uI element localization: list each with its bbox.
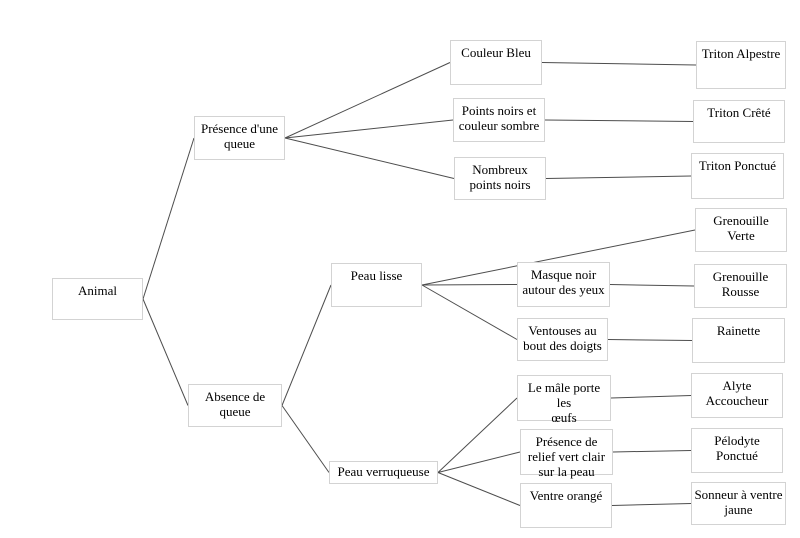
edge-absence-queue-peau-lisse: [281, 284, 332, 406]
edge-peau-verruqueuse-male-porte-oeufs: [437, 397, 518, 473]
node-animal: Animal: [52, 278, 143, 320]
node-masque-noir: Masque noir autour des yeux: [517, 262, 610, 307]
node-triton-crete: Triton Crêté: [693, 100, 785, 143]
node-absence-queue: Absence de queue: [188, 384, 282, 427]
node-grenouille-verte: Grenouille Verte: [695, 208, 787, 252]
node-alyte-accoucheur: Alyte Accoucheur: [691, 373, 783, 418]
node-nombreux-points-noirs: Nombreux points noirs: [454, 157, 546, 200]
edge-ventre-orange-sonneur-ventre-jaune: [611, 503, 692, 506]
node-points-noirs-sombre: Points noirs et couleur sombre: [453, 98, 545, 142]
node-grenouille-rousse: Grenouille Rousse: [694, 264, 787, 308]
node-rainette: Rainette: [692, 318, 785, 363]
node-ventouses: Ventouses au bout des doigts: [517, 318, 608, 361]
node-peau-verruqueuse: Peau verruqueuse: [329, 461, 438, 484]
edge-masque-noir-grenouille-rousse: [609, 284, 695, 287]
edge-peau-verruqueuse-relief-vert-clair: [437, 451, 521, 473]
edge-peau-verruqueuse-ventre-orange: [437, 472, 521, 506]
node-relief-vert-clair: Présence de relief vert clair sur la pea…: [520, 429, 613, 479]
node-peau-lisse: Peau lisse: [331, 263, 422, 307]
edge-ventouses-rainette: [607, 339, 693, 341]
edge-relief-vert-clair-pelodyte-ponctue: [612, 450, 692, 453]
node-male-porte-oeufs: Le mâle porte les œufs: [517, 375, 611, 425]
edge-presence-queue-nombreux-points-noirs: [284, 137, 455, 179]
node-couleur-bleu: Couleur Bleu: [450, 40, 542, 85]
edge-male-porte-oeufs-alyte-accoucheur: [610, 395, 692, 399]
edge-animal-absence-queue: [142, 298, 189, 406]
node-triton-alpestre: Triton Alpestre: [696, 41, 786, 89]
edge-presence-queue-couleur-bleu: [284, 62, 451, 139]
edge-animal-presence-queue: [142, 137, 195, 300]
edge-peau-lisse-masque-noir: [421, 284, 518, 286]
edge-points-noirs-sombre-triton-crete: [544, 119, 694, 122]
node-ventre-orange: Ventre orangé: [520, 483, 612, 528]
edge-peau-lisse-ventouses: [421, 284, 518, 340]
edge-nombreux-points-noirs-triton-ponctue: [545, 175, 692, 179]
node-pelodyte-ponctue: Pélodyte Ponctué: [691, 428, 783, 473]
node-presence-queue: Présence d'une queue: [194, 116, 285, 160]
node-sonneur-ventre-jaune: Sonneur à ventre jaune: [691, 482, 786, 525]
node-triton-ponctue: Triton Ponctué: [691, 153, 784, 199]
edge-presence-queue-points-noirs-sombre: [284, 119, 454, 139]
edge-couleur-bleu-triton-alpestre: [541, 62, 697, 66]
edge-absence-queue-peau-verruqueuse: [281, 405, 330, 473]
